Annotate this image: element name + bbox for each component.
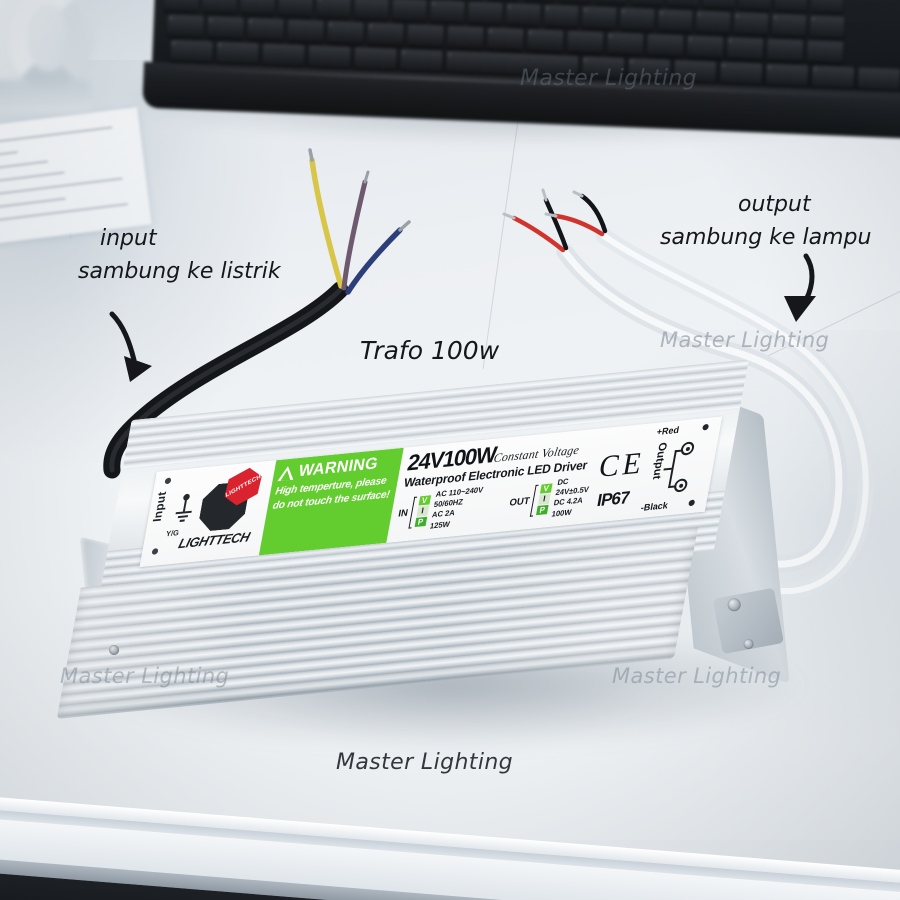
annotation-input-line2: sambung ke listrik [78, 255, 281, 288]
watermark: Master Lighting [660, 328, 829, 352]
annotation-output-line2: sambung ke lampu [660, 221, 871, 254]
watermark: Master Lighting [520, 66, 697, 91]
watermark: Master Lighting [612, 664, 781, 688]
annotation-product: Trafo 100w [360, 336, 499, 365]
annotation-output: output sambung ke lampu [660, 188, 871, 254]
watermark: Master Lighting [60, 664, 229, 688]
annotation-input-line1: input [100, 222, 281, 255]
watermark: Master Lighting [336, 750, 513, 775]
annotation-output-line1: output [738, 188, 871, 221]
arrow-input-icon [104, 310, 174, 390]
annotation-input: input sambung ke listrik [78, 222, 281, 288]
arrow-output-icon [772, 252, 842, 332]
